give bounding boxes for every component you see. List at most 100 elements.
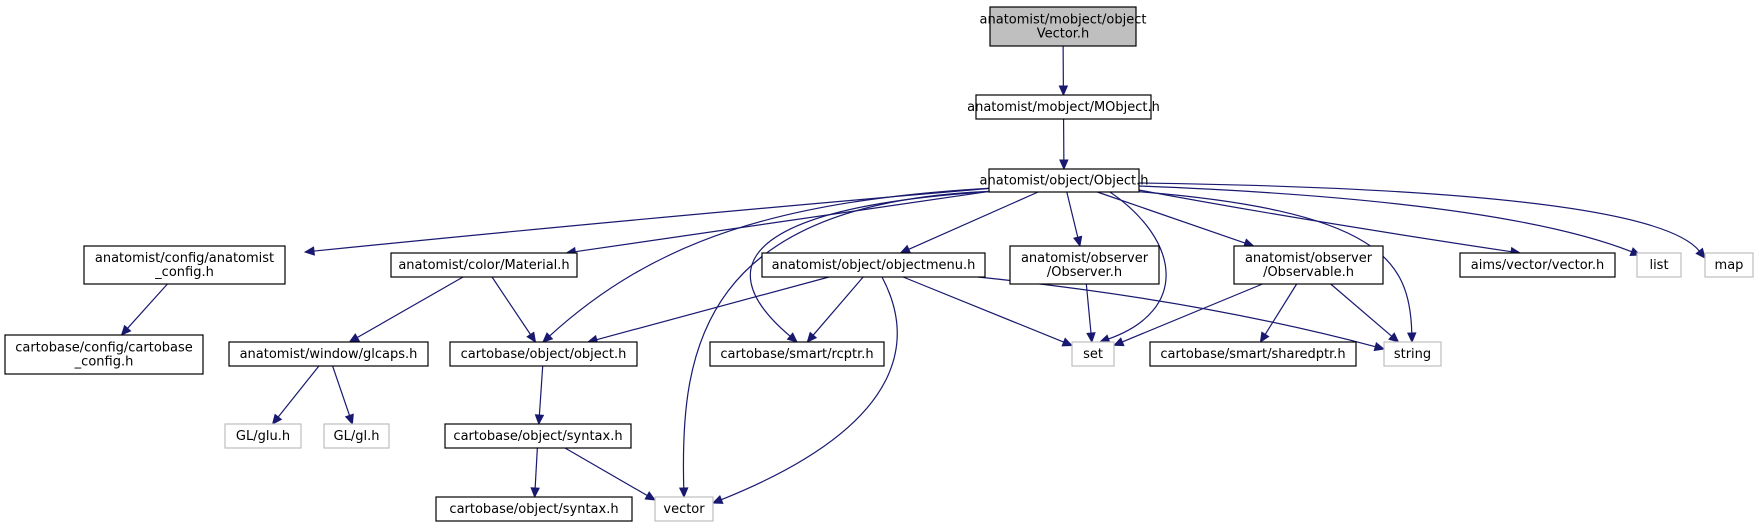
node-syntaxH[interactable]: cartobase/object/syntax.h: [435, 496, 633, 522]
arrowhead: [1073, 235, 1083, 248]
node-box: [435, 496, 633, 522]
node-glcaps[interactable]: anatomist/window/glcaps.h: [228, 341, 429, 367]
node-box: [1071, 341, 1115, 367]
node-Object[interactable]: anatomist/object/Object.h: [980, 168, 1149, 193]
edge-line: [902, 276, 1064, 343]
arrowhead: [1112, 337, 1125, 347]
edge-line: [596, 276, 830, 341]
node-box: [444, 423, 632, 449]
node-set[interactable]: set: [1071, 341, 1115, 367]
node-label: /Observer.h: [1047, 265, 1122, 280]
node-label: anatomist/window/glcaps.h: [240, 347, 418, 362]
node-label: _config.h: [154, 265, 214, 280]
edge-line: [538, 365, 544, 416]
node-label: anatomist/config/anatomist: [95, 251, 274, 266]
edge-objectVector-to-MObject: [1058, 45, 1069, 97]
arrowhead: [1059, 159, 1069, 171]
edge-Material-to-cbObject: [491, 276, 537, 344]
arrowhead: [120, 324, 132, 336]
edge-line: [1138, 189, 1512, 253]
edge-line: [1122, 283, 1263, 343]
node-box: [390, 252, 578, 278]
node-label: cartobase/smart/rcptr.h: [720, 347, 873, 362]
node-MObject[interactable]: anatomist/mobject/MObject.h: [967, 94, 1160, 120]
node-label: anatomist/mobject/object: [980, 13, 1147, 28]
arrowhead: [1373, 341, 1386, 352]
arrowhead: [271, 413, 283, 425]
node-label: aims/vector/vector.h: [1471, 258, 1604, 273]
edge-line: [1138, 185, 1632, 253]
node-box: [228, 341, 429, 367]
node-label: GL/gl.h: [334, 429, 380, 444]
edge-line: [1097, 191, 1246, 244]
edge-line: [1066, 191, 1079, 238]
edge-Object-to-Observer: [1066, 191, 1083, 248]
edge-line: [277, 365, 320, 418]
node-label: anatomist/object/Object.h: [980, 174, 1149, 189]
node-Material[interactable]: anatomist/color/Material.h: [390, 252, 578, 278]
node-label: cartobase/object/syntax.h: [453, 429, 622, 444]
node-label: /Observable.h: [1263, 265, 1354, 280]
node-layer: anatomist/mobject/objectVector.hanatomis…: [4, 6, 1754, 522]
node-syntax[interactable]: cartobase/object/syntax.h: [444, 423, 632, 449]
edge-line: [549, 187, 995, 337]
node-label: vector: [663, 502, 705, 517]
arrowhead: [1388, 332, 1400, 343]
edge-MObject-to-Object: [1059, 118, 1069, 171]
node-Observer[interactable]: anatomist/observer/Observer.h: [1009, 245, 1160, 285]
edge-Object-to-Material: [565, 190, 990, 257]
node-rcptr[interactable]: cartobase/smart/rcptr.h: [709, 341, 885, 367]
edge-line: [491, 276, 531, 335]
edge-objectmenu-to-rcptr: [806, 276, 864, 343]
node-box: [323, 423, 390, 449]
edge-line: [1138, 182, 1700, 252]
node-label: anatomist/observer: [1021, 251, 1149, 266]
node-glu[interactable]: GL/glu.h: [224, 423, 302, 449]
edge-Object-to-list: [1138, 185, 1642, 256]
arrowhead: [678, 487, 689, 499]
edge-Object-to-cbObject: [542, 187, 995, 343]
node-label: anatomist/object/objectmenu.h: [772, 258, 976, 273]
arrowhead: [644, 491, 657, 501]
node-map[interactable]: map: [1704, 252, 1754, 278]
node-objectmenu[interactable]: anatomist/object/objectmenu.h: [761, 252, 986, 278]
node-label: cartobase/object/object.h: [461, 347, 627, 362]
node-anaConfig[interactable]: anatomist/config/anatomist_config.h: [83, 245, 286, 285]
edge-line: [812, 276, 864, 336]
edge-Object-to-anaConfig: [303, 187, 995, 256]
node-list[interactable]: list: [1636, 252, 1682, 278]
node-sharedptr[interactable]: cartobase/smart/sharedptr.h: [1149, 341, 1357, 367]
edge-line: [721, 276, 898, 501]
node-aimsVector[interactable]: aims/vector/vector.h: [1459, 252, 1616, 278]
node-box: [1149, 341, 1357, 367]
arrowhead: [711, 495, 724, 504]
node-box: [975, 94, 1152, 120]
node-vector[interactable]: vector: [654, 496, 714, 522]
arrowhead: [786, 332, 798, 343]
arrowhead: [530, 487, 540, 499]
arrowhead: [899, 244, 912, 254]
edge-glcaps-to-glu: [271, 365, 320, 425]
node-Observable[interactable]: anatomist/observer/Observable.h: [1233, 245, 1384, 285]
node-gl[interactable]: GL/gl.h: [323, 423, 390, 449]
edge-anaConfig-to-cbConfig: [120, 283, 168, 336]
node-box: [761, 252, 986, 278]
arrowhead: [806, 331, 818, 343]
node-cbObject[interactable]: cartobase/object/object.h: [449, 341, 638, 367]
node-string[interactable]: string: [1383, 341, 1442, 367]
node-cbConfig[interactable]: cartobase/config/cartobase_config.h: [4, 334, 204, 375]
edge-line: [1330, 283, 1393, 337]
arrowhead: [1695, 247, 1706, 259]
edge-line: [356, 276, 464, 339]
arrowhead: [303, 246, 315, 256]
node-label: anatomist/color/Material.h: [398, 258, 569, 273]
node-box: [83, 245, 286, 285]
edge-line: [127, 283, 168, 329]
node-label: GL/glu.h: [236, 429, 290, 444]
arrowhead: [526, 331, 537, 344]
edge-line: [1108, 191, 1167, 340]
node-box: [1233, 245, 1384, 285]
edge-glcaps-to-gl: [332, 365, 354, 426]
